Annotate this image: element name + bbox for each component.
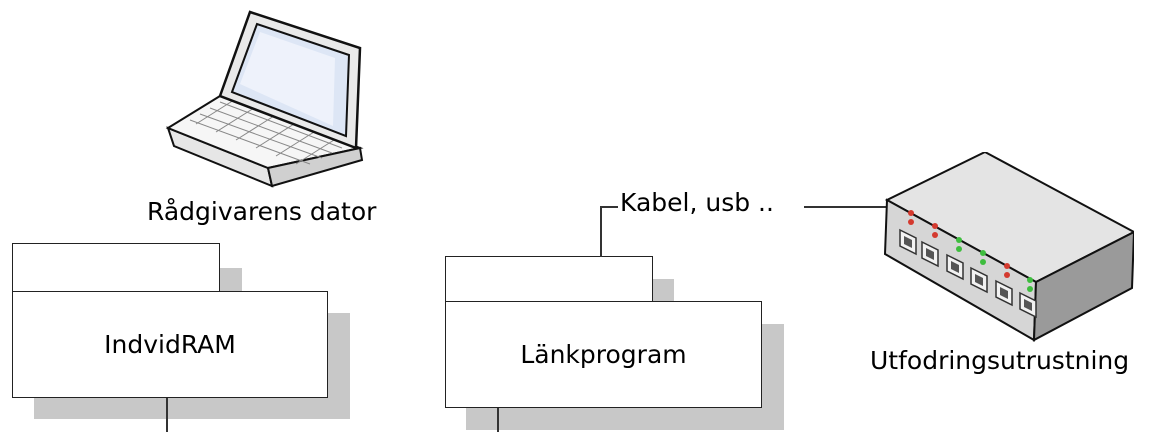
connection-label: Kabel, usb .. (620, 188, 774, 217)
package-label: IndvidRAM (104, 330, 236, 359)
device-label: Utfodringsutrustning (870, 346, 1130, 375)
connector-line (166, 398, 168, 432)
package-indvidram[interactable]: IndvidRAM (12, 291, 328, 398)
package-tab (445, 256, 653, 304)
connector-line (497, 408, 499, 432)
connection-line-vertical (600, 206, 602, 257)
package-label: Länkprogram (520, 340, 687, 369)
connection-line-left (600, 206, 618, 208)
network-switch-icon (884, 152, 1134, 342)
package-lankprogram[interactable]: Länkprogram (445, 301, 762, 408)
package-tab (12, 243, 220, 293)
laptop-label: Rådgivarens dator (147, 197, 377, 226)
laptop-icon (165, 10, 364, 188)
connection-line-right (804, 206, 890, 208)
